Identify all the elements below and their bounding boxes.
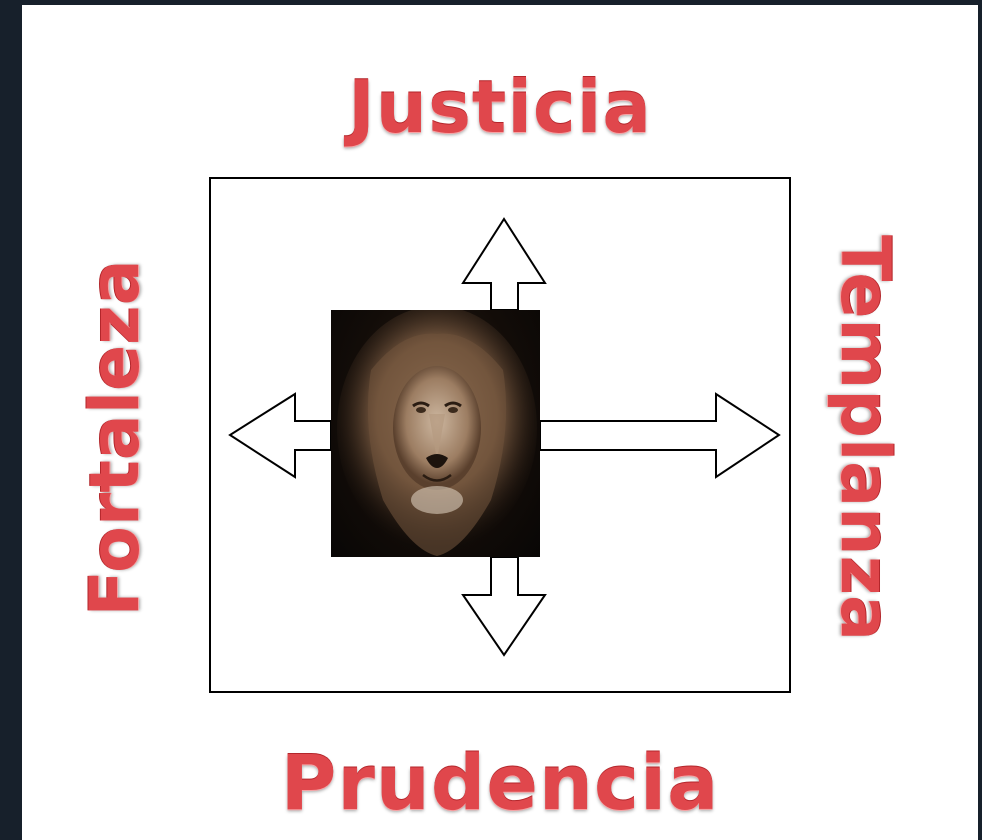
arrow-left — [228, 392, 332, 479]
label-prudencia: Prudencia — [280, 738, 720, 827]
lion-icon — [337, 310, 537, 556]
lion-image — [331, 310, 540, 557]
arrow-down — [461, 556, 547, 657]
slide: Justicia Fortaleza Templanza Prudencia — [22, 5, 978, 840]
arrow-right — [539, 392, 781, 479]
label-justicia: Justicia — [348, 65, 652, 149]
arrows — [228, 217, 781, 657]
arrow-up — [461, 217, 547, 311]
diagram-frame — [209, 177, 791, 693]
